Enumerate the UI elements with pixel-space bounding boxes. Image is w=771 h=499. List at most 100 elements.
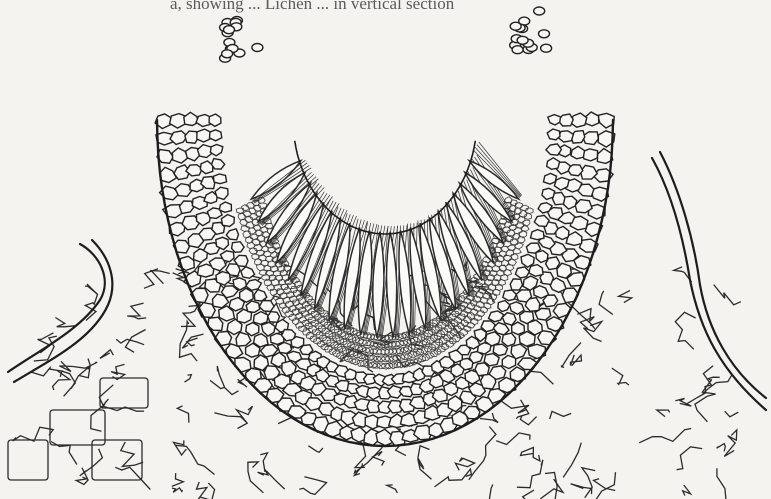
right-thallus-curve: [652, 152, 766, 410]
hypha-strand: [308, 446, 323, 452]
hypha-strand: [182, 334, 203, 348]
cortex-cell: [253, 312, 268, 325]
cortex-cell: [268, 312, 280, 323]
hymenium-surface: [295, 141, 475, 234]
hypha-strand: [523, 490, 536, 499]
hypha-strand: [217, 366, 224, 387]
cortex-cell: [503, 290, 517, 301]
cortex-cell: [498, 301, 510, 312]
subhymenium-cell: [365, 355, 373, 360]
subhymenium-cell: [520, 205, 528, 211]
hypha-strand: [657, 410, 670, 417]
cortex-cell: [232, 242, 245, 253]
ascus: [387, 232, 397, 338]
hypha-strand: [520, 416, 536, 425]
cortex-cell: [254, 290, 266, 301]
hypha-strand: [612, 368, 629, 385]
subhymenium-cell: [248, 228, 256, 234]
hypha-strand: [717, 444, 726, 452]
hypha-strand: [496, 433, 530, 445]
hypha-strand: [76, 468, 88, 485]
hypha-strand: [260, 453, 284, 489]
hypha-strand: [80, 449, 103, 476]
hypha-strand: [373, 452, 384, 466]
subhymenium-cell: [481, 307, 488, 313]
hypha-strand: [563, 443, 581, 478]
cortex-cell: [534, 215, 549, 226]
hypha-strand: [299, 477, 326, 495]
hypha-strand: [571, 355, 582, 366]
hypha-strand: [517, 460, 543, 488]
hypha-strand: [599, 291, 613, 315]
ascus: [399, 230, 411, 334]
hypha-strand: [435, 469, 472, 487]
cortex-cell: [246, 323, 259, 336]
cortex-cell: [448, 396, 462, 412]
cortex-cell: [484, 354, 499, 366]
rim-tip-cell: [539, 30, 550, 38]
subhymenium-cell: [513, 248, 521, 254]
cortex-cell: [571, 146, 585, 159]
cortex-cell: [221, 215, 234, 227]
hypha-strand: [677, 447, 703, 470]
hypha-strand: [550, 411, 572, 419]
cortex-cell: [180, 201, 195, 214]
cortex-cell: [200, 161, 212, 174]
cortex-cell: [546, 144, 562, 155]
cortex-cell: [209, 114, 221, 126]
cortex-cell: [226, 229, 238, 240]
hypha-strand: [144, 269, 158, 289]
hypha-strand: [237, 406, 253, 428]
hypha-strand: [714, 285, 741, 305]
cortex-cell: [531, 230, 545, 240]
cortex-cell: [511, 344, 527, 359]
cortex-cell: [198, 145, 212, 158]
hypha-strand: [127, 303, 146, 319]
cortex-cell: [241, 267, 255, 279]
ascus: [373, 232, 384, 338]
hypha-strand: [185, 375, 192, 383]
cortex-cell: [213, 174, 226, 184]
hypha-strand: [55, 318, 76, 327]
cortex-cell: [215, 187, 228, 199]
hypha-strand: [724, 430, 737, 457]
cortex-cell: [259, 301, 274, 312]
subhymenium-cell: [511, 254, 518, 261]
hypha-strand: [248, 462, 264, 493]
hypha-strand: [121, 442, 143, 467]
cortex-cell: [547, 158, 560, 170]
hypha-strand: [258, 469, 268, 475]
hypha-strand: [177, 406, 189, 423]
hypha-strand: [200, 483, 214, 499]
subhymenium-cell: [515, 243, 524, 249]
rim-tip-cell: [222, 50, 233, 58]
cortex-cell: [529, 265, 544, 277]
subhymenium-cell: [241, 205, 248, 211]
hypha-strand: [176, 445, 215, 474]
cortex-cell: [219, 202, 231, 212]
hypha-strand: [355, 447, 383, 473]
hypha-strand: [172, 473, 184, 486]
hypha-strand: [639, 429, 691, 443]
rim-tip-cell: [534, 7, 545, 15]
cortex-cell: [557, 263, 571, 278]
cortex-cell: [575, 200, 592, 213]
hypha-strand: [210, 380, 238, 394]
hypha-strand: [582, 468, 595, 498]
cortex-cell: [172, 148, 188, 163]
rim-tip-cell: [517, 36, 528, 44]
hypha-strand: [686, 366, 713, 405]
cortex-cell: [534, 286, 549, 299]
hypha-strand: [174, 440, 187, 455]
cortex-cell: [262, 322, 276, 336]
hypha-strand: [214, 413, 246, 422]
hypha-strand: [683, 485, 691, 496]
substrate-cell: [100, 378, 148, 408]
left-thallus-curve: [8, 240, 112, 382]
subhymenium-cell: [265, 223, 273, 229]
cortex-cell: [547, 129, 560, 140]
hypha-strand: [100, 350, 114, 359]
cortex-cell: [184, 112, 198, 125]
